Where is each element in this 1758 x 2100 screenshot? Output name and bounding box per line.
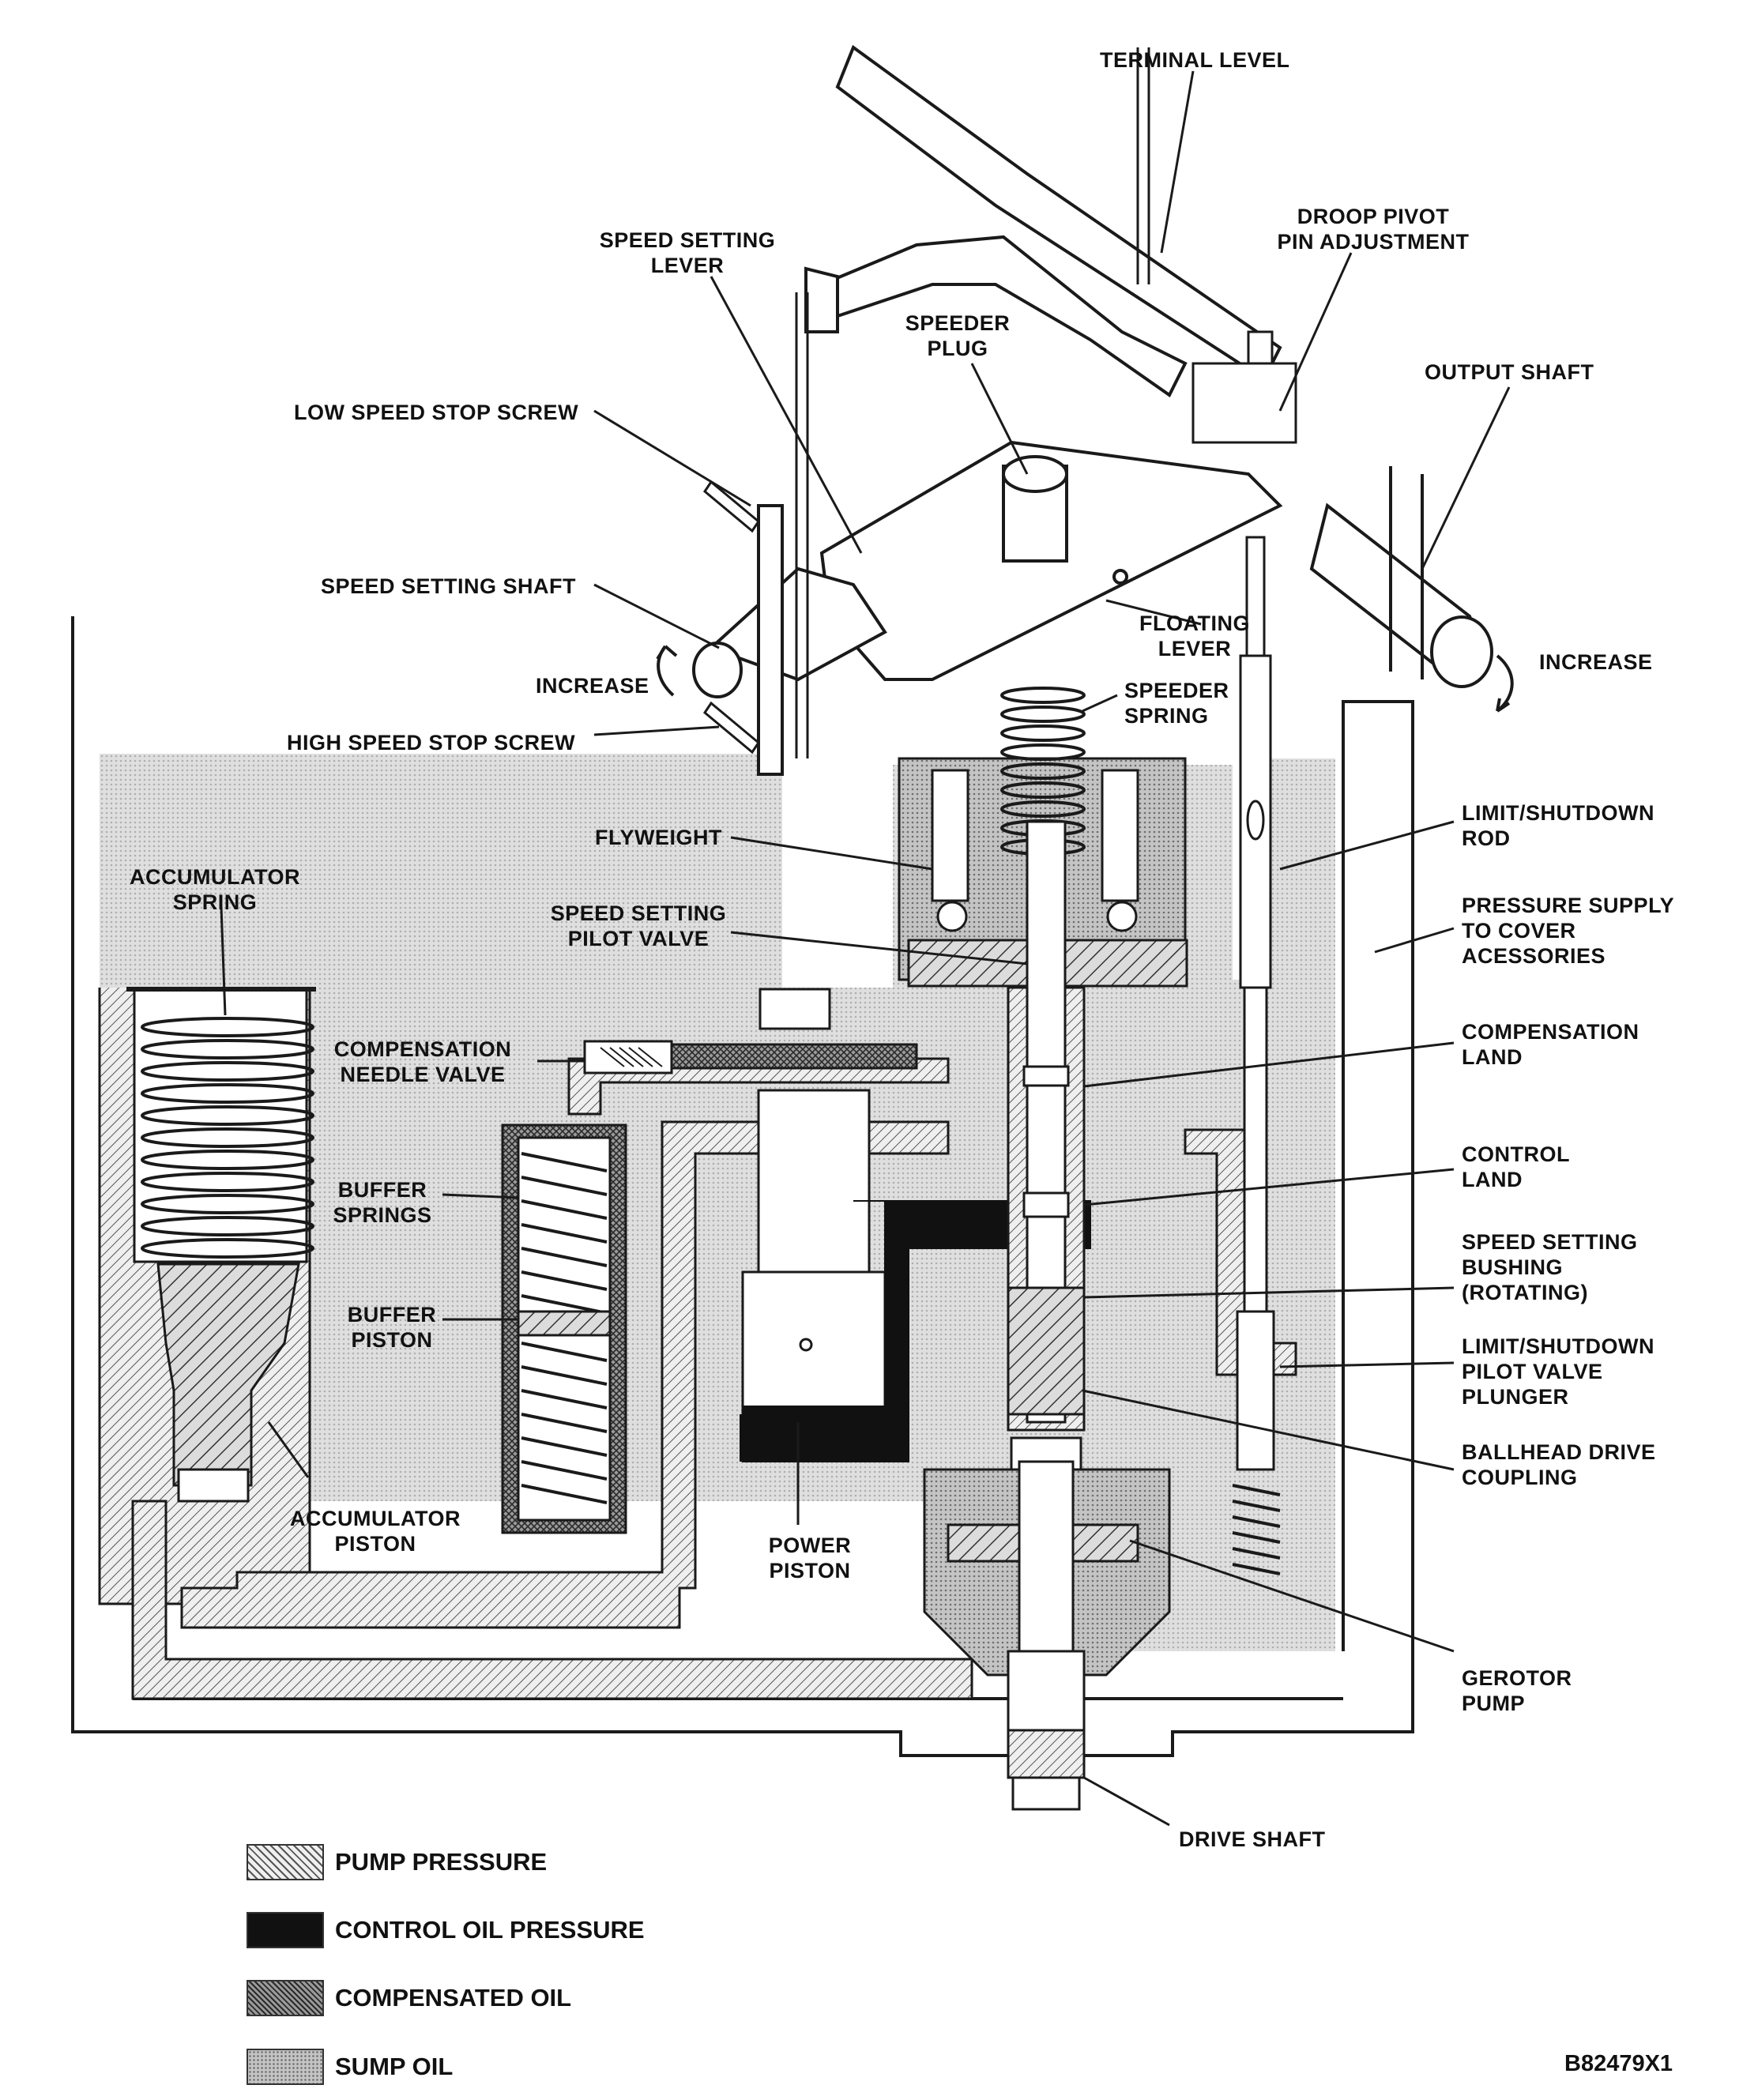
label-drive-shaft: DRIVE SHAFT [1179, 1827, 1326, 1851]
legend-swatch-sump-oil [247, 2049, 324, 2085]
accumulator-spring [141, 1017, 314, 1259]
label-speeder-plug: SPEEDER PLUG [905, 311, 1011, 360]
droop-pivot-pin [1191, 330, 1297, 444]
label-high-speed-stop-screw: HIGH SPEED STOP SCREW [287, 731, 576, 755]
vertical-linkage-rods [795, 47, 1150, 758]
legend-swatch-pump-pressure [247, 1844, 324, 1880]
label-accumulator-spring: ACCUMULATOR SPRING [130, 865, 300, 914]
speed-setting-shaft [692, 504, 887, 776]
label-limit-shutdown-pilot-valve-plunger: LIMIT/SHUTDOWN PILOT VALVE PLUNGER [1462, 1334, 1654, 1409]
label-gerotor-pump: GEROTOR PUMP [1462, 1666, 1572, 1715]
label-compensation-needle-valve: COMPENSATION NEEDLE VALVE [333, 1037, 512, 1086]
label-floating-lever: FLOATING LEVER [1139, 612, 1250, 660]
speeder-plug [1002, 455, 1068, 563]
control-oil-passage-lower [740, 1414, 842, 1462]
label-increase-left: INCREASE [536, 674, 649, 698]
limit-shutdown-spring [1232, 1484, 1281, 1575]
label-control-land: CONTROL LAND [1462, 1142, 1570, 1191]
label-buffer-springs: BUFFER SPRINGS [333, 1178, 432, 1227]
label-compensation-land: COMPENSATION LAND [1462, 1020, 1639, 1069]
label-low-speed-stop-screw: LOW SPEED STOP SCREW [294, 401, 579, 424]
label-speed-setting-pilot-valve: SPEED SETTING PILOT VALVE [550, 901, 727, 950]
buffer-springs [521, 1152, 608, 1504]
label-droop-pivot-pin-adjustment: DROOP PIVOT PIN ADJUSTMENT [1277, 205, 1470, 254]
stop-screws [703, 480, 760, 755]
figure-id: B82479X1 [1564, 2051, 1673, 2076]
label-ballhead-drive-coupling: BALLHEAD DRIVE COUPLING [1462, 1440, 1656, 1489]
label-limit-shutdown-rod: LIMIT/SHUTDOWN ROD [1462, 801, 1654, 850]
increase-arrows [656, 645, 1514, 713]
legend-swatch-compensated-oil [247, 1980, 324, 2016]
leader-lines [220, 70, 1511, 1827]
label-pressure-supply: PRESSURE SUPPLY TO COVER ACESSORIES [1462, 894, 1675, 968]
label-increase-right: INCREASE [1539, 650, 1653, 674]
label-flyweight: FLYWEIGHT [595, 826, 723, 849]
label-speed-setting-bushing: SPEED SETTING BUSHING (ROTATING) [1462, 1230, 1638, 1304]
label-speed-setting-shaft: SPEED SETTING SHAFT [321, 574, 577, 598]
legend-label: SUMP OIL [335, 2053, 454, 2080]
legend-label: CONTROL OIL PRESSURE [335, 1916, 645, 1944]
label-speed-setting-lever: SPEED SETTING LEVER [599, 228, 776, 277]
limit-shutdown-rod [1236, 536, 1275, 1471]
legend-label: COMPENSATED OIL [335, 1984, 572, 2012]
legend-label: PUMP PRESSURE [335, 1848, 548, 1876]
terminal-lever [804, 44, 1282, 397]
output-shaft [1309, 466, 1493, 688]
label-terminal-level: TERMINAL LEVEL [1100, 48, 1290, 72]
label-accumulator-piston: ACCUMULATOR PISTON [290, 1507, 461, 1556]
label-output-shaft: OUTPUT SHAFT [1425, 360, 1594, 384]
power-piston [741, 988, 887, 1420]
accumulator-piston [156, 1263, 300, 1503]
label-buffer-piston: BUFFER PISTON [347, 1303, 437, 1352]
drive-shaft [1007, 1460, 1086, 1811]
label-power-piston: POWER PISTON [768, 1534, 852, 1583]
speeder-spring [1000, 687, 1086, 856]
label-speeder-spring: SPEEDER SPRING [1124, 679, 1229, 728]
compensation-needle-valve [583, 1040, 918, 1074]
buffer-piston [517, 1310, 612, 1337]
legend-swatch-control-oil-pressure [247, 1912, 324, 1948]
